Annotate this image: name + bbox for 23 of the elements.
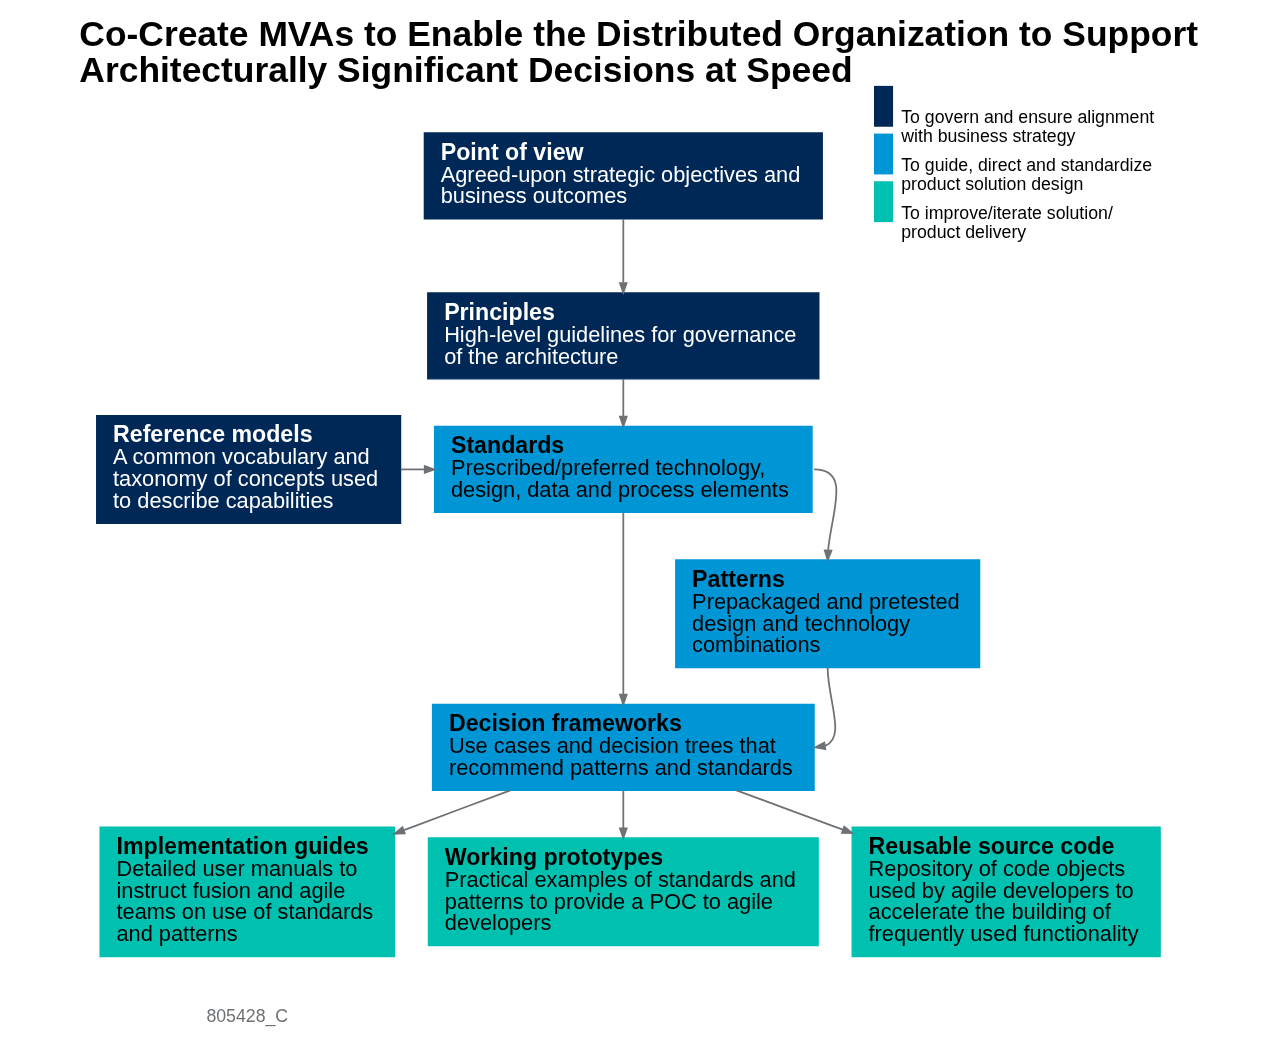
diagram-title: Co-Create MVAs to Enable the Distributed Organization to Support Architecturally Significant Decisions at Speed (79, 14, 1198, 90)
node-box: Working prototypes Practical examples of standards and patterns to provide a POC to agile developers (427, 837, 819, 947)
node-box: Principles High-level guidelines for governance of the architecture (427, 292, 820, 380)
node-box: Reference models A common vocabulary and taxonomy of concepts used to describe capabilities (96, 414, 402, 524)
arrow (618, 218, 628, 296)
arrow (399, 464, 437, 474)
arrow (392, 789, 512, 835)
arrow (618, 378, 628, 429)
node-box: Point of view Agreed-upon strategic objectives and business outcomes (423, 132, 823, 220)
arrow (812, 666, 837, 751)
legend-label: To guide, direct and standardize product solution design (901, 154, 1153, 194)
node-box: Implementation guides Detailed user manuals to instruct fusion and agile teams on use of standards and patterns (99, 826, 396, 958)
arrow (618, 789, 628, 841)
label: 805428_C (206, 1006, 289, 1027)
arrow (813, 468, 838, 563)
node-box: Patterns Prepackaged and pretested design and technology combinations (675, 559, 981, 669)
node-box: Reusable source code Repository of code objects used by agile developers to accelerate the building of frequently used functionality (851, 826, 1161, 958)
node-box: Decision frameworks Use cases and decision trees that recommend patterns and standards (431, 703, 815, 791)
legend-label: To govern and ensure alignment with business strategy (901, 107, 1155, 147)
node-box: Standards Prescribed/preferred technology, design, data and process elements (433, 425, 813, 513)
legend-label: To improve/iterate solution/ product delivery (901, 202, 1113, 242)
arrow (618, 511, 628, 707)
arrow (735, 789, 855, 834)
